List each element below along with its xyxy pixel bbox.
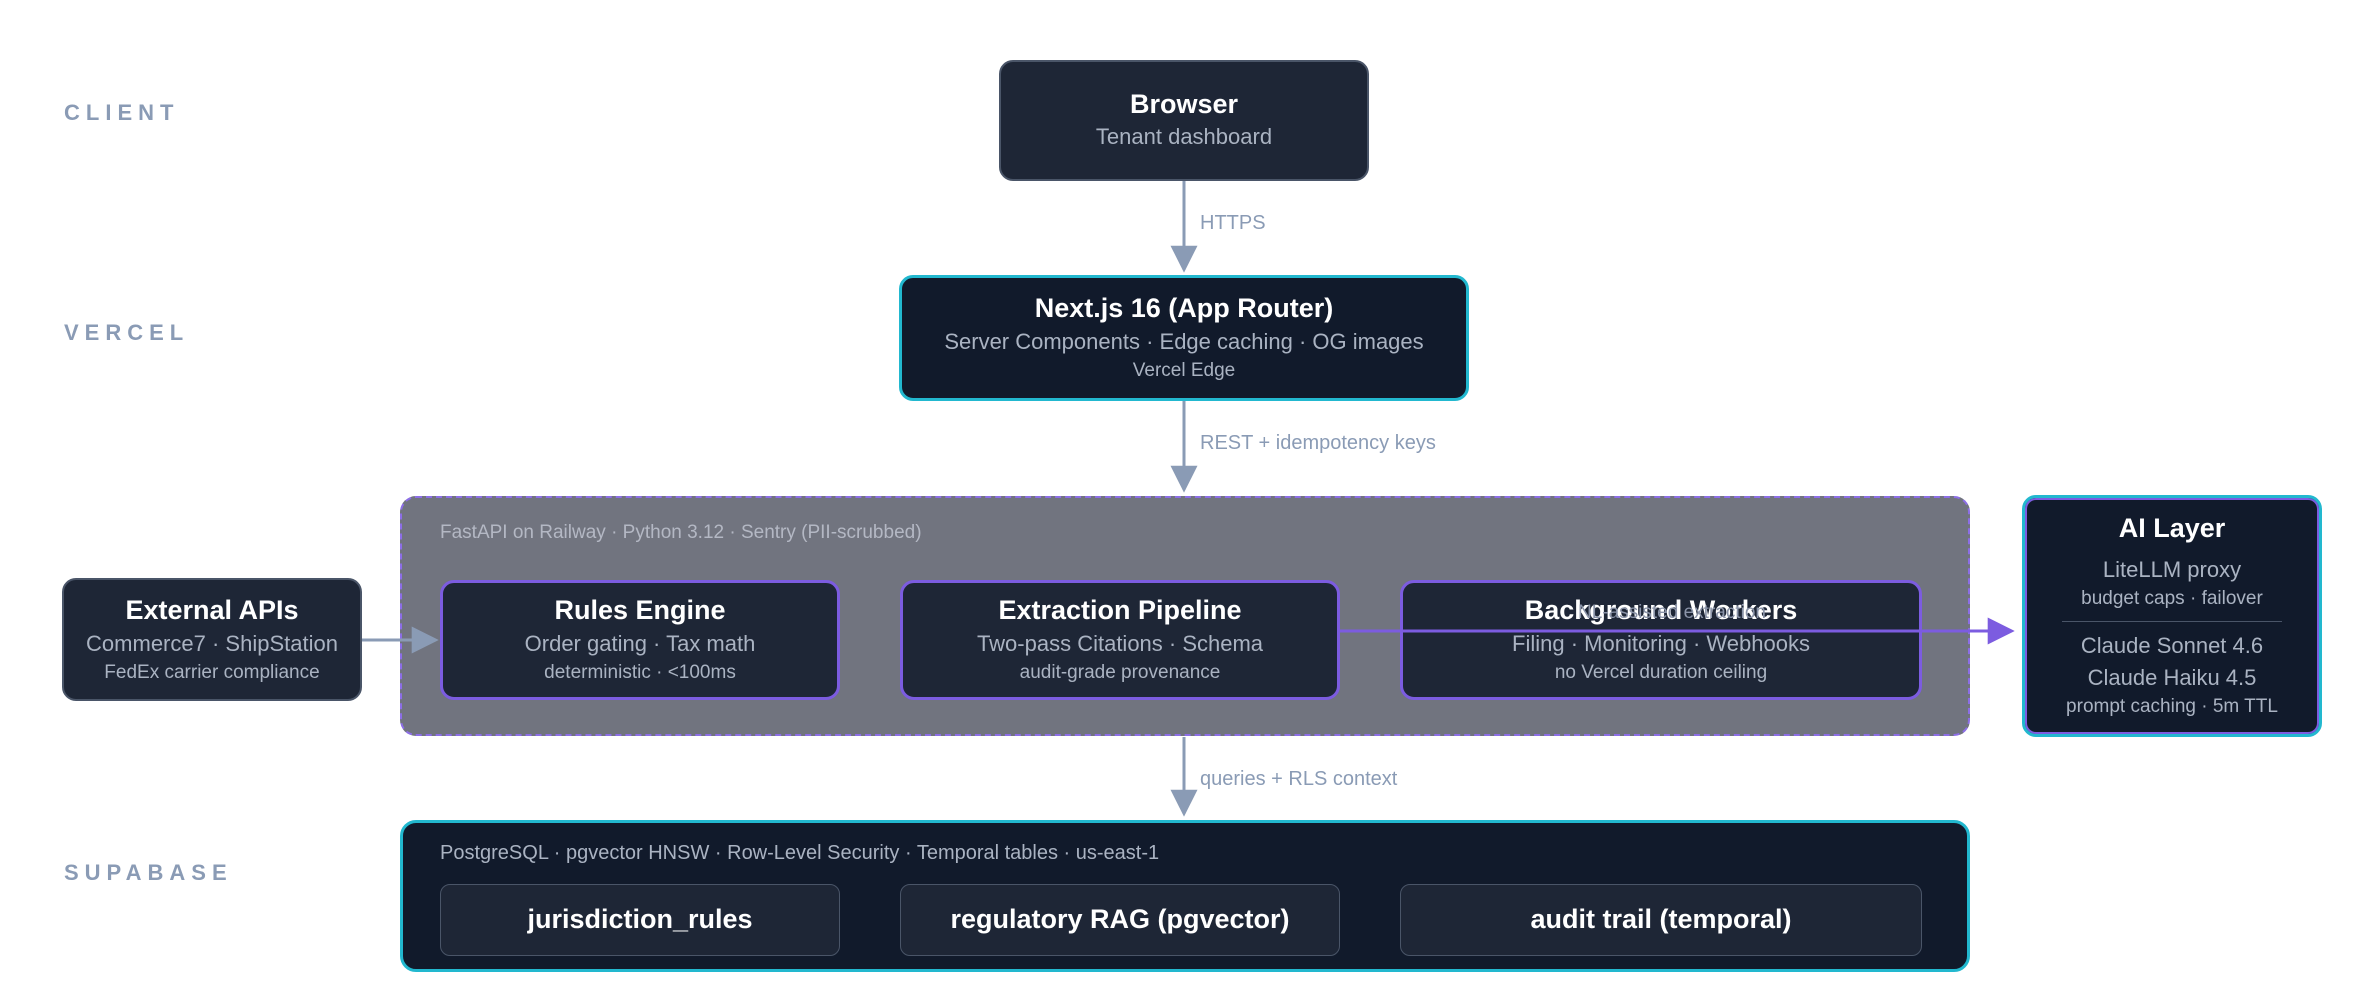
external-apis-title: External APIs: [125, 594, 299, 625]
edge-label-queries: queries + RLS context: [1200, 768, 1398, 790]
table-audit-trail-label: audit trail (temporal): [1530, 904, 1792, 935]
external-apis-subtitle: Commerce7 · ShipStation: [86, 630, 338, 656]
ai-layer-title: AI Layer: [2118, 513, 2226, 544]
background-workers-note: no Vercel duration ceiling: [1554, 662, 1768, 683]
railway-caption: FastAPI on Railway · Python 3.12 · Sentr…: [440, 522, 922, 543]
ai-layer-proxy-note: budget caps · failover: [2081, 587, 2263, 609]
edge-label-nl-extraction: NL-assisted extraction: [1578, 602, 1766, 623]
ai-layer-model-haiku: Claude Haiku 4.5: [2087, 665, 2257, 691]
table-regulatory-rag: regulatory RAG (pgvector): [900, 884, 1340, 956]
background-workers-title: Background Workers: [1524, 595, 1798, 626]
browser-subtitle: Tenant dashboard: [1095, 124, 1273, 150]
table-audit-trail: audit trail (temporal): [1400, 884, 1922, 956]
supabase-caption: PostgreSQL · pgvector HNSW · Row-Level S…: [440, 842, 1160, 864]
tier-label-supabase: SUPABASE: [64, 860, 233, 885]
rules-engine-node: Rules Engine Order gating · Tax math det…: [440, 580, 840, 700]
external-apis-node: External APIs Commerce7 · ShipStation Fe…: [62, 578, 362, 701]
ai-layer-model-sonnet: Claude Sonnet 4.6: [2080, 633, 2264, 659]
rules-engine-title: Rules Engine: [554, 595, 726, 626]
ai-layer-node: AI Layer LiteLLM proxy budget caps · fai…: [2022, 495, 2322, 737]
nextjs-title: Next.js 16 (App Router): [1034, 293, 1334, 324]
table-jurisdiction-rules: jurisdiction_rules: [440, 884, 840, 956]
table-jurisdiction-rules-label: jurisdiction_rules: [527, 904, 753, 935]
ai-layer-divider: [2062, 621, 2282, 623]
table-regulatory-rag-label: regulatory RAG (pgvector): [950, 904, 1290, 935]
edge-label-https: HTTPS: [1200, 212, 1266, 234]
extraction-pipeline-node: Extraction Pipeline Two-pass Citations ·…: [900, 580, 1340, 700]
nextjs-subtitle: Server Components · Edge caching · OG im…: [944, 329, 1424, 355]
background-workers-subtitle: Filing · Monitoring · Webhooks: [1512, 631, 1810, 657]
browser-title: Browser: [1129, 88, 1239, 119]
rules-engine-subtitle: Order gating · Tax math: [524, 631, 756, 657]
nextjs-note: Vercel Edge: [1132, 360, 1236, 381]
extraction-pipeline-subtitle: Two-pass Citations · Schema: [976, 631, 1264, 657]
ai-layer-proxy: LiteLLM proxy: [2102, 556, 2242, 582]
browser-node: Browser Tenant dashboard: [999, 60, 1369, 181]
rules-engine-note: deterministic · <100ms: [544, 662, 736, 683]
tier-label-client: CLIENT: [64, 100, 180, 125]
nextjs-node: Next.js 16 (App Router) Server Component…: [899, 275, 1469, 401]
edge-label-rest: REST + idempotency keys: [1200, 432, 1436, 454]
extraction-pipeline-title: Extraction Pipeline: [998, 595, 1242, 626]
external-apis-note: FedEx carrier compliance: [104, 661, 320, 683]
extraction-pipeline-note: audit-grade provenance: [1019, 662, 1221, 683]
ai-layer-models-note: prompt caching · 5m TTL: [2066, 696, 2278, 718]
background-workers-node: Background Workers Filing · Monitoring ·…: [1400, 580, 1922, 700]
tier-label-vercel: VERCEL: [64, 320, 190, 345]
